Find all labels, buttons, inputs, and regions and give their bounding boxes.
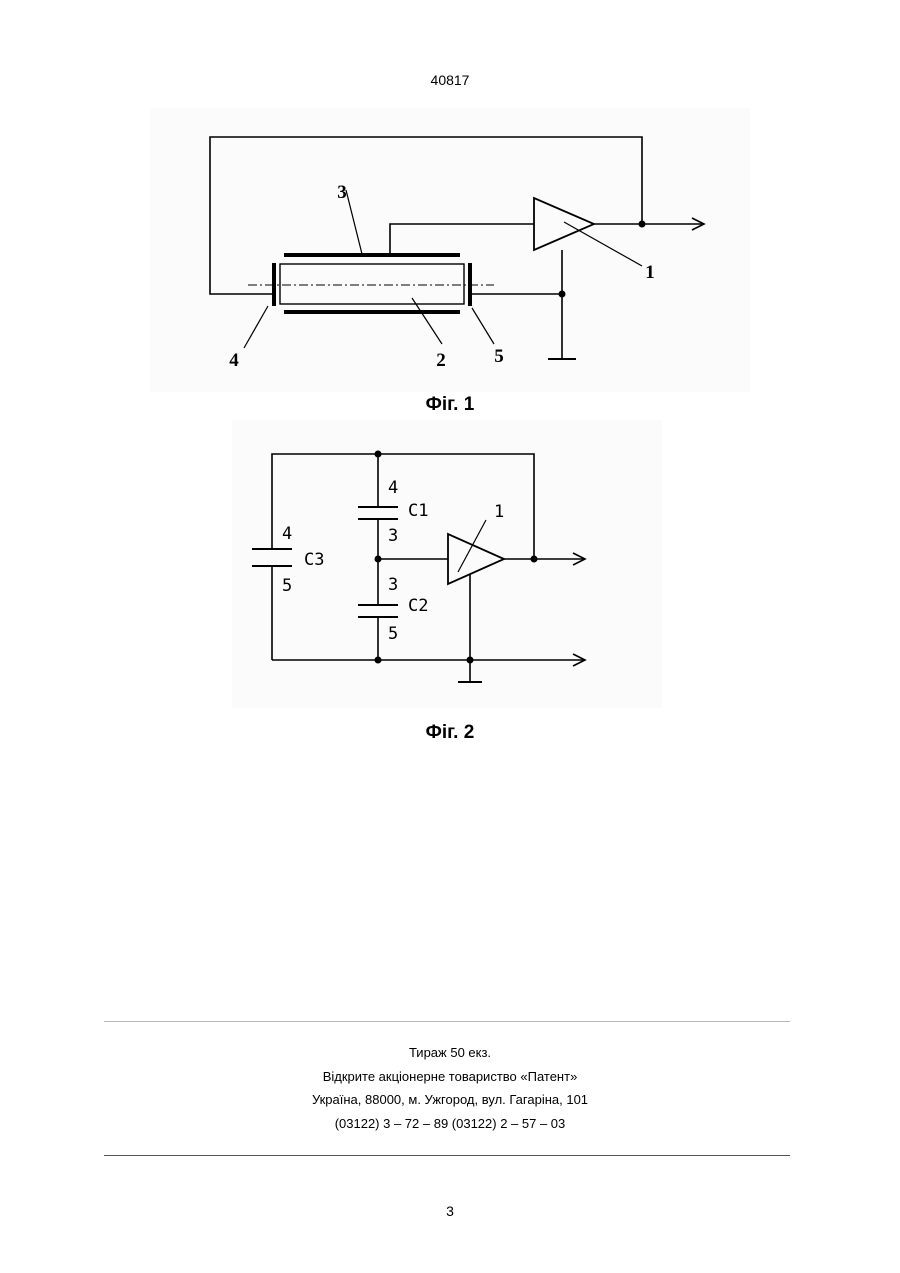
- c3-bottom-label: 5: [282, 576, 292, 596]
- c2-bottom-label: 5: [388, 624, 398, 644]
- c1-bottom-label: 3: [388, 526, 398, 546]
- footer-divider-bottom: [104, 1155, 790, 1156]
- footer-circulation: Тираж 50 екз.: [0, 1045, 900, 1060]
- label-5: 5: [494, 346, 504, 367]
- figure-1-diagram: 3 2 4 5 1: [150, 108, 750, 392]
- node-ground: [467, 657, 474, 664]
- ground-wire: [468, 294, 562, 358]
- node-bottom: [375, 657, 382, 664]
- amplifier-triangle: [448, 534, 504, 584]
- c3-label: C3: [304, 550, 324, 570]
- figure-2-caption: Фіг. 2: [0, 722, 900, 744]
- figure-2-diagram: 4 C1 3 3 C2 5 4 C3 5 1: [232, 420, 662, 708]
- document-number: 40817: [0, 72, 900, 88]
- c2-label: C2: [408, 596, 428, 616]
- amplifier-label: 1: [494, 502, 504, 522]
- footer-publisher: Відкрите акціонерне товариство «Патент»: [0, 1069, 900, 1084]
- ground-node: [559, 291, 566, 298]
- label-1: 1: [645, 262, 655, 283]
- amplifier-triangle: [534, 198, 594, 250]
- label-3: 3: [337, 182, 347, 203]
- page-number: 3: [0, 1203, 900, 1219]
- label-2: 2: [436, 350, 446, 371]
- input-wire: [390, 224, 534, 255]
- output-node: [639, 221, 646, 228]
- node-output: [531, 556, 538, 563]
- node-top: [375, 451, 382, 458]
- node-middle: [375, 556, 382, 563]
- footer-address: Україна, 88000, м. Ужгород, вул. Гагарін…: [0, 1092, 900, 1107]
- footer-divider-top: [104, 1021, 790, 1022]
- footer-phones: (03122) 3 – 72 – 89 (03122) 2 – 57 – 03: [0, 1116, 900, 1131]
- c3-top-label: 4: [282, 524, 292, 544]
- c1-top-label: 4: [388, 478, 398, 498]
- label-4: 4: [229, 350, 239, 371]
- c2-top-label: 3: [388, 575, 398, 595]
- c1-label: C1: [408, 501, 428, 521]
- figure-1-caption: Фіг. 1: [0, 394, 900, 416]
- piezo-rod: [280, 264, 464, 304]
